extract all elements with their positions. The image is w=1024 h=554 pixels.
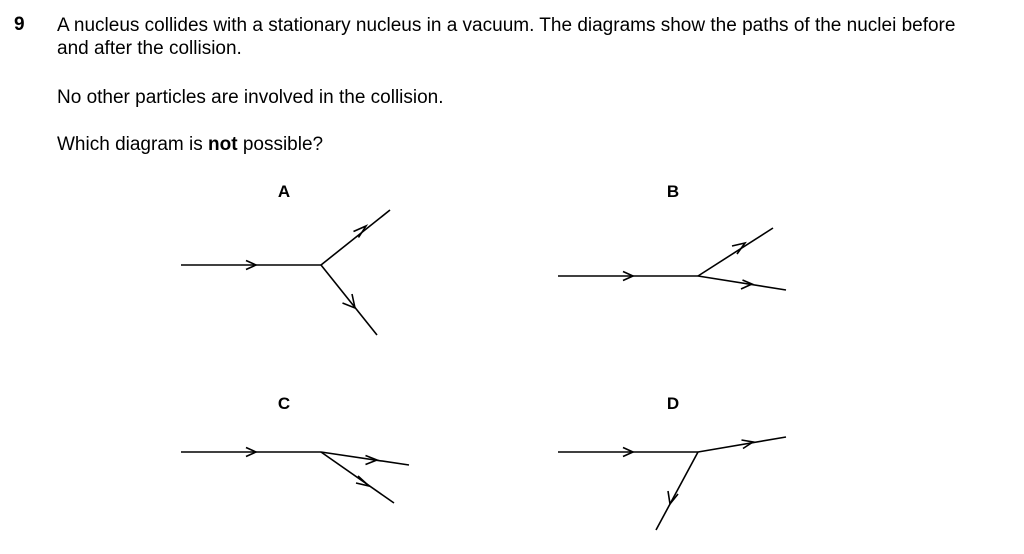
diagram-label-c: C — [277, 394, 291, 413]
outgoing-path-d-lower — [655, 451, 699, 531]
outgoing-path-d-upper — [697, 436, 787, 453]
outgoing-path-c-upper — [320, 451, 410, 466]
arrow-icon — [622, 446, 635, 458]
question-stem: A nucleus collides with a stationary nuc… — [57, 15, 956, 59]
outgoing-path-a-upper — [320, 209, 391, 266]
diagram-b — [558, 227, 787, 291]
diagram-c — [181, 446, 410, 504]
arrow-icon — [245, 259, 258, 271]
arrow-icon — [622, 270, 635, 282]
diagram-a — [181, 209, 391, 336]
question-prompt: Which diagram is not possible? — [57, 133, 323, 156]
outgoing-path-c-lower — [320, 451, 395, 504]
arrow-icon — [731, 241, 747, 255]
arrow-icon — [740, 279, 754, 290]
arrow-icon — [365, 454, 380, 466]
prompt-emphasis: not — [208, 134, 238, 155]
arrow-icon — [342, 293, 357, 310]
arrow-icon — [355, 475, 372, 488]
diagram-label-b: B — [666, 182, 680, 201]
arrow-icon — [245, 446, 258, 458]
arrow-icon — [741, 439, 756, 450]
question-note: No other particles are involved in the c… — [57, 87, 444, 108]
prompt-text-after: possible? — [237, 134, 324, 155]
diagram-label-a: A — [277, 182, 291, 201]
outgoing-path-b-lower — [697, 275, 787, 291]
outgoing-path-a-lower — [320, 264, 378, 336]
prompt-text-before: Which diagram is — [57, 134, 208, 155]
arrow-icon — [667, 490, 679, 506]
diagram-label-d: D — [666, 394, 680, 413]
arrow-icon — [353, 224, 369, 238]
diagram-d — [558, 436, 787, 531]
outgoing-path-b-upper — [697, 227, 774, 277]
question-number: 9 — [14, 14, 25, 35]
